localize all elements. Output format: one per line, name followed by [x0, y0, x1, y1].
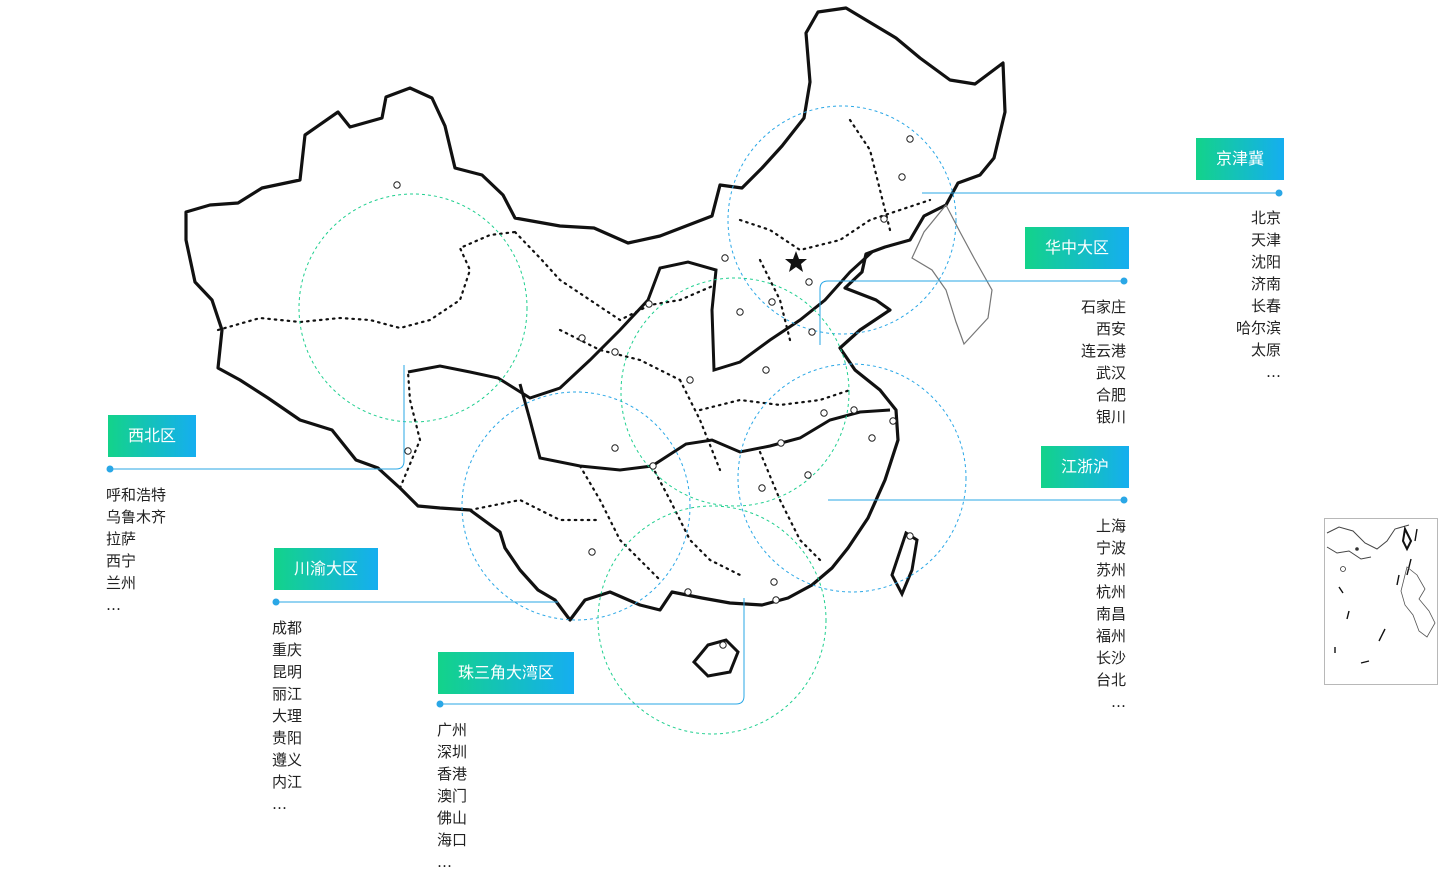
capital-star-icon [785, 251, 807, 272]
city-name[interactable]: 宁波 [1095, 539, 1126, 557]
city-name[interactable]: 西宁 [106, 552, 137, 570]
city-name[interactable]: 重庆 [272, 641, 303, 659]
region-circles [298, 105, 967, 735]
city-list-central: 石家庄 西安 连云港 武汉 合肥 银川 [1081, 296, 1126, 428]
city-name[interactable]: 广州 [437, 721, 468, 739]
region-tag-central[interactable]: 华中大区 [1025, 227, 1130, 269]
national-border [184, 6, 1007, 622]
city-name[interactable]: 银川 [1095, 408, 1126, 426]
city-name[interactable]: 苏州 [1095, 561, 1126, 579]
city-name[interactable]: 成都 [272, 619, 303, 637]
south-china-sea-inset [1324, 518, 1438, 685]
city-name[interactable]: 福州 [1095, 627, 1126, 645]
region-tag-jiangzhehu[interactable]: 江浙沪 [1041, 446, 1130, 488]
city-name[interactable]: 深圳 [437, 743, 468, 761]
city-name[interactable]: 拉萨 [106, 530, 137, 548]
more-ellipsis: … [1111, 693, 1126, 711]
province-borders [216, 118, 932, 582]
city-name[interactable]: 杭州 [1095, 583, 1126, 601]
more-ellipsis: … [437, 853, 452, 871]
city-name[interactable]: 台北 [1095, 671, 1126, 689]
city-list-jiangzhehu: 上海 宁波 苏州 杭州 南昌 福州 长沙 台北 … [1096, 515, 1126, 713]
city-name[interactable]: 济南 [1250, 275, 1281, 293]
city-name[interactable]: 丽江 [272, 685, 303, 703]
hainan-island [691, 638, 740, 678]
city-name[interactable]: 武汉 [1095, 364, 1126, 382]
city-name[interactable]: 太原 [1250, 341, 1281, 359]
yellow-river [407, 250, 874, 400]
inset-map [1326, 524, 1436, 664]
city-name[interactable]: 昆明 [272, 663, 303, 681]
city-name[interactable]: 呼和浩特 [106, 486, 167, 504]
city-name[interactable]: 南昌 [1095, 605, 1126, 623]
city-name[interactable]: 哈尔滨 [1235, 319, 1281, 337]
city-name[interactable]: 天津 [1250, 231, 1281, 249]
city-name[interactable]: 长春 [1250, 297, 1281, 315]
more-ellipsis: … [272, 795, 287, 813]
city-name[interactable]: 佛山 [437, 809, 468, 827]
region-tag-jingjinji[interactable]: 京津冀 [1196, 138, 1285, 180]
city-dot-icon [393, 135, 914, 649]
city-name[interactable]: 乌鲁木齐 [106, 508, 167, 526]
city-name[interactable]: 内江 [272, 773, 303, 791]
city-name[interactable]: 香港 [437, 765, 468, 783]
city-name[interactable]: 石家庄 [1080, 298, 1126, 316]
more-ellipsis: … [106, 596, 121, 614]
city-list-prd: 广州 深圳 香港 澳门 佛山 海口 … [437, 719, 467, 873]
city-name[interactable]: 贵阳 [272, 729, 303, 747]
connector-lines [106, 189, 1283, 708]
city-name[interactable]: 北京 [1250, 209, 1281, 227]
city-name[interactable]: 沈阳 [1250, 253, 1281, 271]
taiwan-island [890, 530, 919, 598]
city-name[interactable]: 西安 [1095, 320, 1126, 338]
city-name[interactable]: 上海 [1095, 517, 1126, 535]
yangtze-river [518, 383, 891, 472]
city-list-jingjinji: 北京 天津 沈阳 济南 长春 哈尔滨 太原 … [1236, 207, 1281, 383]
region-tag-prd[interactable]: 珠三角大湾区 [438, 652, 575, 694]
city-name[interactable]: 兰州 [106, 574, 137, 592]
city-name[interactable]: 遵义 [272, 751, 303, 769]
more-ellipsis: … [1266, 363, 1281, 381]
city-name[interactable]: 连云港 [1080, 342, 1126, 360]
region-tag-chuanyu[interactable]: 川渝大区 [274, 548, 379, 590]
city-list-chuanyu: 成都 重庆 昆明 丽江 大理 贵阳 遵义 内江 … [272, 617, 302, 815]
city-name[interactable]: 澳门 [437, 787, 468, 805]
city-list-northwest: 呼和浩特 乌鲁木齐 拉萨 西宁 兰州 … [106, 484, 166, 616]
city-name[interactable]: 长沙 [1095, 649, 1126, 667]
city-name[interactable]: 合肥 [1095, 386, 1126, 404]
region-tag-northwest[interactable]: 西北区 [108, 415, 197, 457]
city-name[interactable]: 大理 [272, 707, 303, 725]
korea-outline [911, 203, 993, 346]
city-name[interactable]: 海口 [437, 831, 468, 849]
